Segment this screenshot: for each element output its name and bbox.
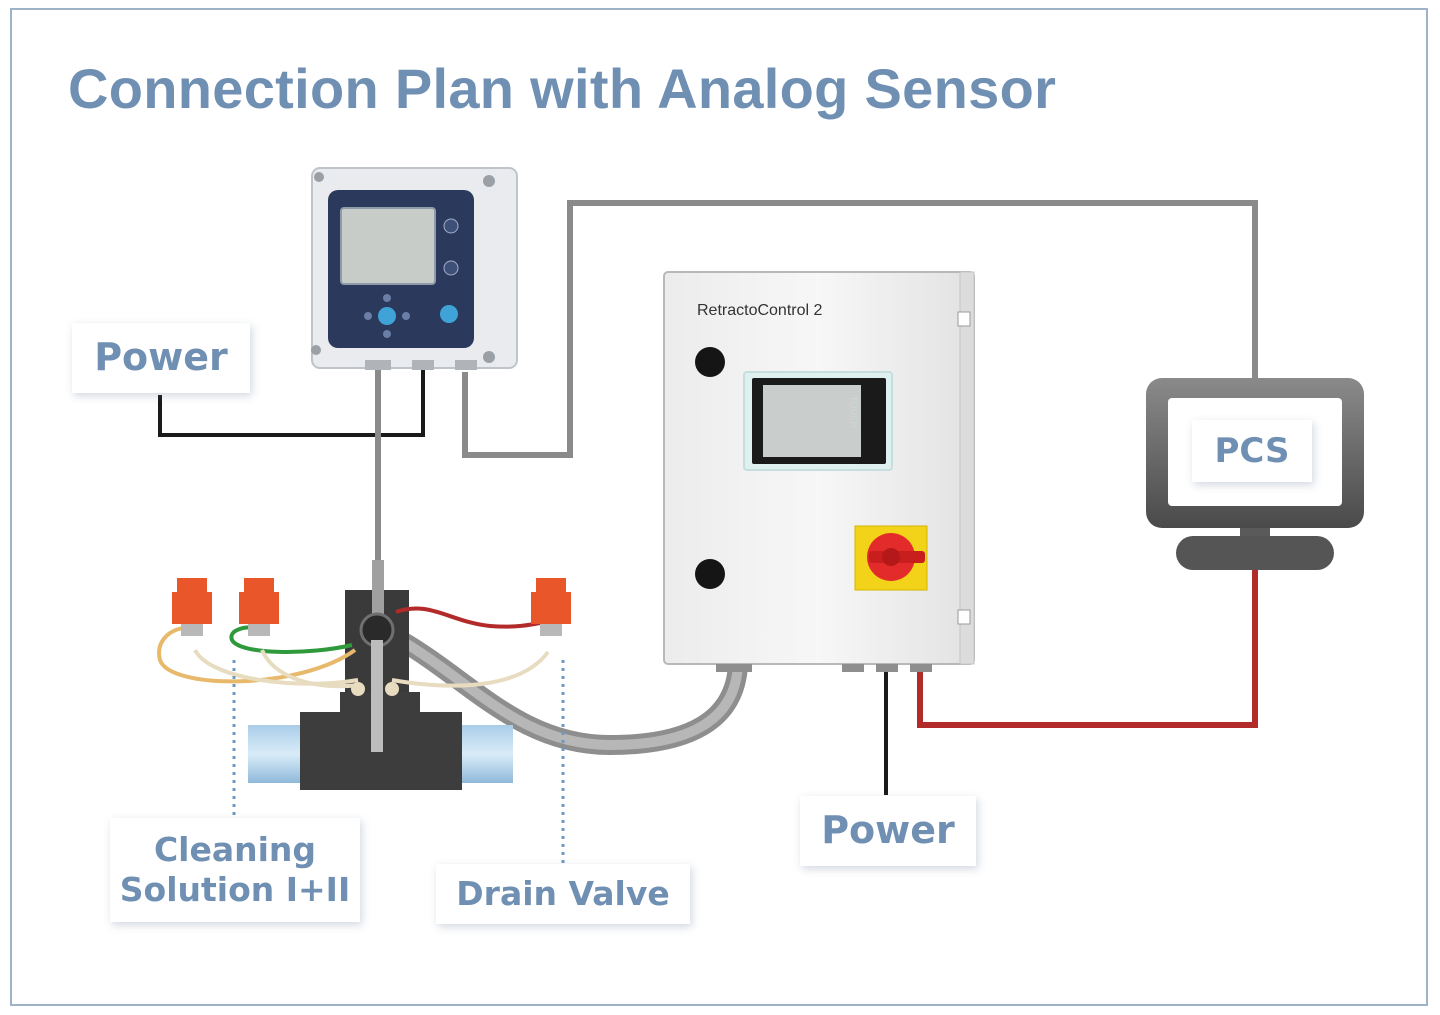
cleaning-valve-2 bbox=[239, 578, 279, 636]
cleaning-hose-4 bbox=[260, 649, 359, 689]
transmitter-device bbox=[311, 167, 518, 370]
power-line-transmitter bbox=[158, 365, 425, 437]
process-pipe bbox=[248, 560, 513, 790]
cleaning-valve-1 bbox=[172, 578, 212, 636]
drain-hose-red bbox=[395, 606, 546, 629]
pcs-signal-line bbox=[917, 570, 1258, 728]
power-label-left: Power bbox=[72, 323, 250, 393]
drain-valve bbox=[531, 578, 571, 636]
power-label-bottom: Power bbox=[800, 796, 976, 866]
pcs-label: PCS bbox=[1192, 420, 1312, 482]
controller-name: RetractoControl 2 bbox=[697, 302, 823, 319]
signal-line-to-pcs bbox=[462, 200, 1258, 458]
page-title: Connection Plan with Analog Sensor bbox=[68, 57, 1057, 120]
touch-panel-label: TOUCH bbox=[848, 396, 858, 429]
drain-hose-return bbox=[391, 650, 550, 688]
cleaning-hose-3 bbox=[193, 648, 359, 686]
armature-hose-highlight bbox=[395, 635, 743, 751]
drain-valve-label: Drain Valve bbox=[436, 864, 690, 924]
retractocontrol-cabinet bbox=[663, 271, 975, 672]
cleaning-solution-label: Cleaning Solution I+II bbox=[110, 818, 360, 922]
cleaning-hose-1 bbox=[157, 626, 357, 684]
cleaning-hose-2 bbox=[229, 625, 353, 654]
